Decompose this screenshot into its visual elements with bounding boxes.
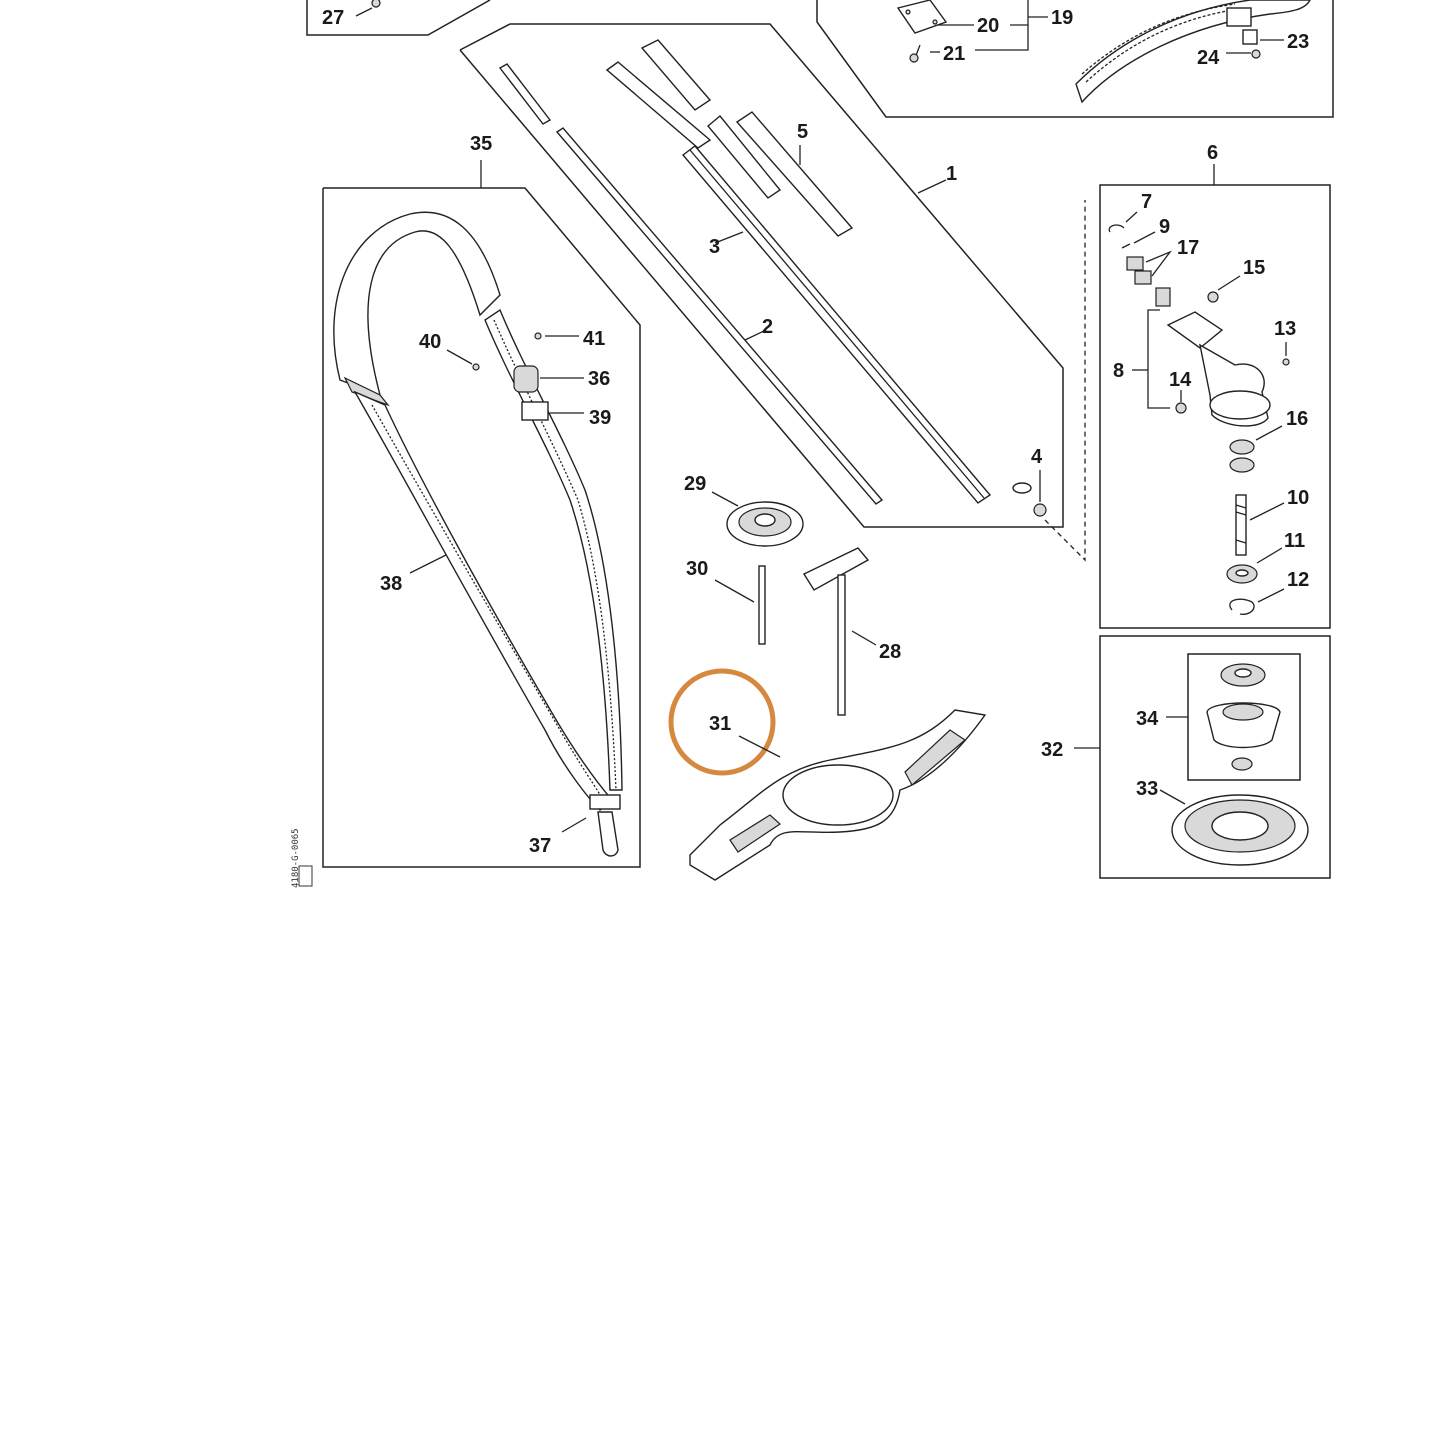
label-20[interactable]: 20 (977, 15, 999, 37)
part-17-sleeves[interactable] (1126, 250, 1172, 285)
label-9[interactable]: 9 (1159, 216, 1170, 238)
label-2[interactable]: 2 (762, 316, 773, 338)
part-5-cover[interactable] (640, 39, 854, 237)
label-29[interactable]: 29 (684, 473, 706, 495)
part-39-adjuster[interactable] (521, 401, 584, 421)
label-16[interactable]: 16 (1286, 408, 1308, 430)
part-2-drive-shaft[interactable] (498, 63, 884, 505)
part-28-wrench[interactable] (802, 547, 877, 716)
label-3[interactable]: 3 (709, 236, 720, 258)
drawing-code: 4180-G-0065 (291, 828, 313, 888)
part-37-snap-hook[interactable] (561, 794, 621, 857)
label-10[interactable]: 10 (1287, 487, 1309, 509)
label-40[interactable]: 40 (419, 331, 441, 353)
part-20-plate[interactable] (896, 0, 948, 34)
part-41-screw[interactable] (534, 332, 579, 340)
part-12-snap-ring[interactable] (1229, 588, 1285, 615)
frame-shaft: 1 2 3 4 5 (459, 23, 1086, 562)
label-19[interactable]: 19 (1051, 7, 1073, 29)
part-40-screw[interactable] (446, 349, 480, 371)
label-4[interactable]: 4 (1031, 446, 1043, 468)
part-8-gear-housing[interactable] (1132, 287, 1271, 427)
label-36[interactable]: 36 (588, 368, 610, 390)
part-3-tube[interactable] (605, 61, 992, 504)
part-38-harness-strap[interactable] (333, 211, 623, 811)
part-4-plug[interactable] (1033, 470, 1047, 517)
label-32[interactable]: 32 (1041, 739, 1063, 761)
part-16-bearings[interactable] (1229, 425, 1283, 473)
part-33-guard-plate[interactable] (1159, 789, 1309, 866)
part-9-spring[interactable] (1121, 231, 1156, 249)
part-34-thrust-plate[interactable] (1206, 663, 1281, 771)
part-23-clip[interactable] (1242, 29, 1284, 45)
label-6[interactable]: 6 (1207, 142, 1218, 164)
part-guard-bracket[interactable] (1226, 7, 1252, 27)
part-1-shaft-end[interactable] (1012, 482, 1032, 494)
part-29-washer[interactable] (711, 491, 804, 547)
label-38[interactable]: 38 (380, 573, 402, 595)
label-14[interactable]: 14 (1169, 369, 1192, 391)
label-27[interactable]: 27 (322, 7, 344, 29)
frame-top-left: 27 (306, 0, 491, 36)
frame-mowing-head: 32 34 33 (1041, 635, 1331, 879)
label-31[interactable]: 31 (709, 713, 731, 735)
frame-gear-head: 6 7 9 17 15 8 (1099, 142, 1331, 629)
highlight-ring-31 (668, 668, 776, 776)
label-7[interactable]: 7 (1141, 191, 1152, 213)
part-27-screw[interactable] (355, 0, 381, 17)
label-39[interactable]: 39 (589, 407, 611, 429)
label-5[interactable]: 5 (797, 121, 808, 143)
label-34[interactable]: 34 (1136, 708, 1159, 730)
frame-top-right: 20 21 19 23 24 (816, 0, 1334, 118)
label-33[interactable]: 33 (1136, 778, 1158, 800)
label-1[interactable]: 1 (946, 163, 957, 185)
label-41[interactable]: 41 (583, 328, 605, 350)
label-24[interactable]: 24 (1197, 47, 1220, 69)
label-21[interactable]: 21 (943, 43, 965, 65)
part-24-screw[interactable] (1226, 49, 1261, 59)
label-12[interactable]: 12 (1287, 569, 1309, 591)
label-8[interactable]: 8 (1113, 360, 1124, 382)
label-37[interactable]: 37 (529, 835, 551, 857)
part-30-pin[interactable] (714, 565, 766, 645)
part-guard-curved[interactable] (1075, 0, 1311, 104)
loose-parts: 29 30 28 31 (668, 473, 987, 881)
part-10-spindle[interactable] (1235, 494, 1285, 556)
frame-harness: 35 37 38 40 41 (322, 133, 641, 868)
drawing-code-text: 4180-G-0065 (291, 828, 301, 888)
part-7-circlip[interactable] (1108, 211, 1138, 233)
label-17[interactable]: 17 (1177, 237, 1199, 259)
part-31-carrying-bracket[interactable] (689, 709, 987, 881)
part-21-screw[interactable] (909, 44, 921, 63)
label-15[interactable]: 15 (1243, 257, 1265, 279)
label-35[interactable]: 35 (470, 133, 492, 155)
part-15-screw[interactable] (1207, 275, 1241, 303)
label-13[interactable]: 13 (1274, 318, 1296, 340)
label-30[interactable]: 30 (686, 558, 708, 580)
part-14-screw[interactable] (1175, 390, 1187, 414)
label-28[interactable]: 28 (879, 641, 901, 663)
part-13-screw[interactable] (1282, 342, 1290, 366)
label-23[interactable]: 23 (1287, 31, 1309, 53)
label-11[interactable]: 11 (1284, 530, 1305, 552)
part-36-buckle[interactable] (513, 365, 584, 393)
part-11-bearing[interactable] (1226, 547, 1283, 584)
